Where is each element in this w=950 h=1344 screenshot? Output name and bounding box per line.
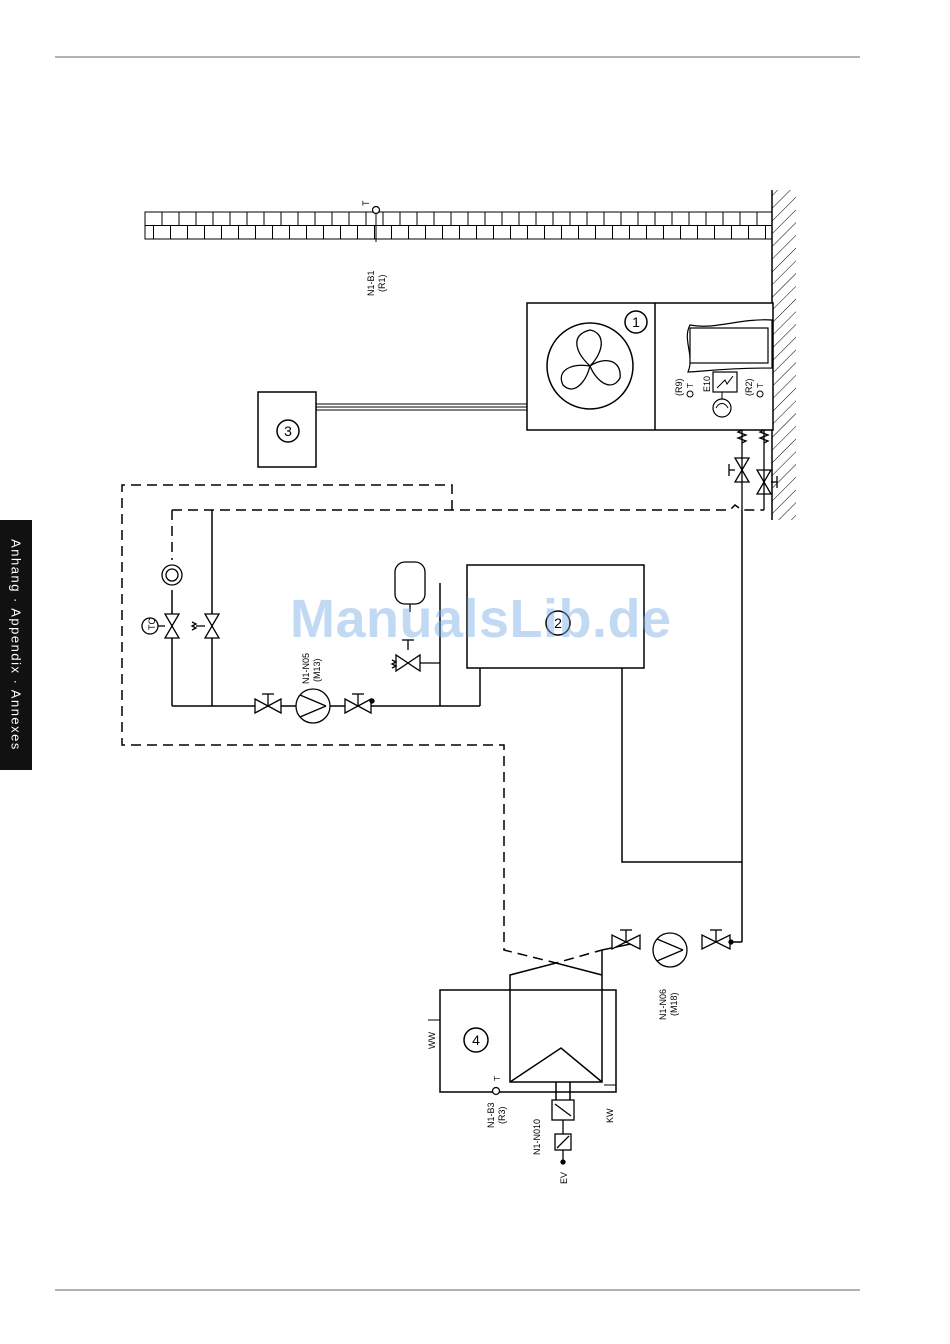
component-4-hot-water-tank — [428, 950, 616, 1100]
sensor-t-label: T — [361, 200, 371, 206]
r2-label: (R2) — [744, 378, 754, 396]
brick-strip — [145, 212, 772, 239]
dashed-return-line — [122, 485, 764, 963]
n1-b1-label: N1-B1 — [366, 270, 376, 296]
n1-n06-label: N1-N06 — [658, 989, 668, 1020]
n1-b3-label: N1-B3 — [486, 1102, 496, 1128]
e10-label: E10 — [702, 376, 712, 392]
building-wall — [772, 190, 796, 520]
tc-mixing-valve: TC — [142, 565, 219, 638]
r3-label: (R3) — [497, 1106, 507, 1124]
ev-label: EV — [559, 1172, 569, 1184]
component-3-number: 3 — [284, 423, 292, 439]
watermark: ManualsLib.de — [290, 588, 672, 650]
r9-label: (R9) — [674, 378, 684, 396]
r2-t-label: T — [756, 383, 765, 388]
component-3-controller: 3 — [258, 392, 527, 467]
n1-n010-label: N1-N010 — [532, 1119, 542, 1155]
component-4-number: 4 — [472, 1032, 480, 1048]
n1-b3-t-label: T — [493, 1076, 502, 1081]
m18-label: (M18) — [669, 992, 679, 1016]
r9-t-label: T — [686, 383, 695, 388]
m13-label: (M13) — [312, 658, 322, 682]
kw-label: KW — [605, 1108, 615, 1123]
solid-flow-line — [172, 510, 742, 950]
pump-n1-n06: N1-N06 (M18) — [612, 930, 733, 1020]
component-1-heat-pump: 1 (R9) T E10 (R2) T — [527, 303, 773, 430]
component-1-number: 1 — [632, 314, 640, 330]
tc-label: TC — [147, 618, 157, 630]
ww-label: WW — [427, 1032, 437, 1049]
n1-n05-label: N1-N05 — [301, 653, 311, 684]
heat-pump-connections — [729, 430, 777, 510]
solenoid-valve-n1-n010: N1-N010 EV — [532, 1100, 574, 1184]
pump-n1-n05: N1-N05 (M13) — [255, 653, 374, 723]
r1-label: (R1) — [377, 274, 387, 292]
